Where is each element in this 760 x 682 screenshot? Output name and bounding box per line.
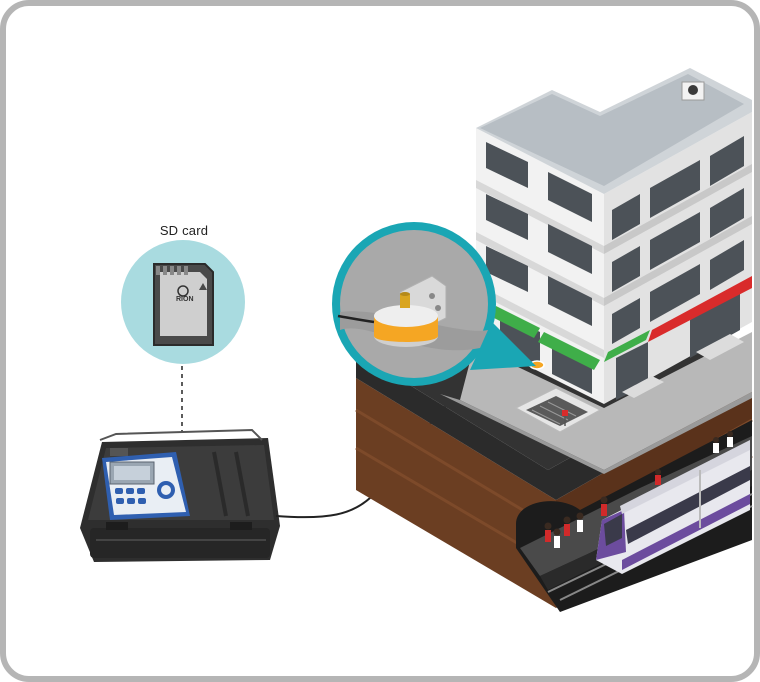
vibration-meter: [102, 448, 190, 520]
subway-train: [596, 440, 750, 574]
green-awning-3: [604, 330, 650, 362]
green-awning-2: [538, 332, 600, 370]
vibration-sensor: [374, 292, 438, 347]
subway-entrance: [514, 387, 602, 433]
sd-card-label: SD card: [159, 223, 209, 238]
green-awning: [490, 306, 540, 338]
subway-tunnel: [516, 420, 753, 612]
sd-brand-text: RION: [176, 296, 194, 303]
left-windows: [486, 142, 592, 394]
passengers: [544, 431, 733, 548]
sd-card-callout: RION: [121, 240, 245, 364]
red-awning: [648, 276, 752, 342]
sensor-callout: [332, 222, 536, 386]
right-windows: [612, 136, 744, 400]
sd-card-icon: RION: [153, 263, 214, 346]
logger-case: [80, 428, 280, 562]
building: [440, 68, 752, 474]
